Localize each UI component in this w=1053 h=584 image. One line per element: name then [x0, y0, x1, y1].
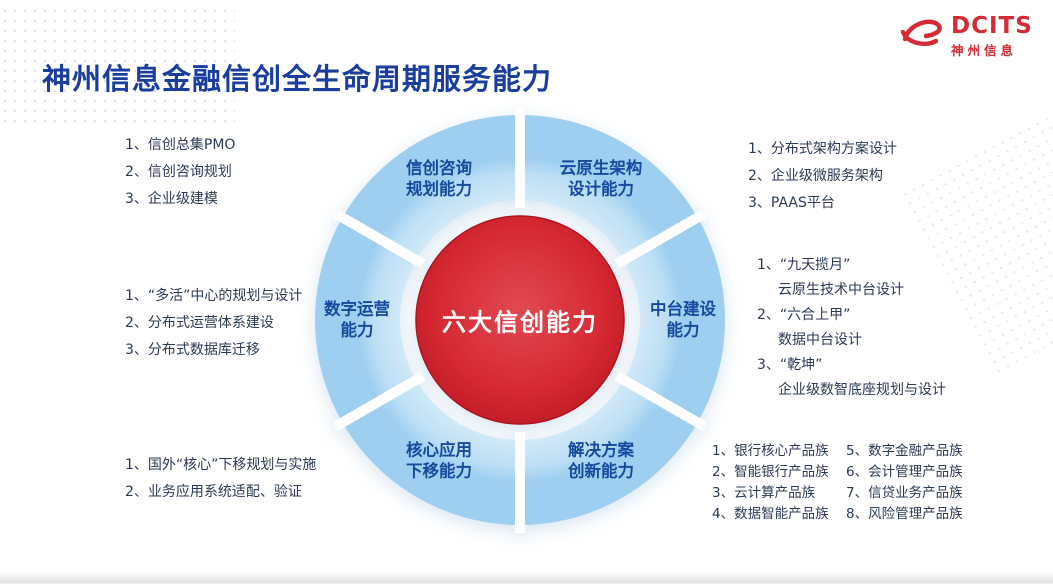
list-digital-operations: 1、“多活”中心的规划与设计 2、分布式运营体系建设 3、分布式数据库迁移 — [125, 283, 302, 364]
logo-subtitle: 神州信息 — [951, 43, 1018, 59]
logo-text: DCITS 神州信息 — [951, 14, 1033, 59]
list-subitem: 企业级数智底座规划与设计 — [778, 382, 946, 398]
wheel-graphic — [315, 107, 725, 533]
list-item: 1、信创总集PMO — [125, 137, 236, 153]
list-products-col2: 5、数字金融产品族 6、会计管理产品族 7、信贷业务产品族 8、风险管理产品族 — [846, 441, 963, 525]
segment-label-line: 云原生架构 — [559, 158, 643, 178]
list-item: 3、云计算产品族 — [712, 485, 816, 501]
list-item: 1、国外“核心”下移规划与实施 — [125, 457, 317, 473]
list-products-col1: 1、银行核心产品族 2、智能银行产品族 3、云计算产品族 4、数据智能产品族 — [712, 441, 829, 525]
segment-label-line: 核心应用 — [406, 440, 472, 460]
list-item: 1、“九天揽月” — [757, 257, 851, 273]
list-item: 8、风险管理产品族 — [846, 506, 963, 522]
wheel-center-label: 六大信创能力 — [442, 308, 598, 337]
dcits-orbit-icon — [900, 19, 942, 46]
list-item: 2、企业级微服务架构 — [748, 168, 883, 184]
segment-label-line: 中台建设 — [650, 299, 716, 319]
list-item: 2、智能银行产品族 — [712, 464, 829, 480]
segment-label-line: 下移能力 — [406, 461, 472, 480]
list-item: 1、银行核心产品族 — [712, 443, 829, 459]
list-middle-platform: 1、“九天揽月” 云原生技术中台设计 2、“六合上甲” 数据中台设计 3、“乾坤… — [757, 253, 946, 403]
segment-cloud-native-design: 云原生架构 设计能力 — [560, 158, 643, 199]
list-item: 1、“多活”中心的规划与设计 — [125, 288, 303, 304]
list-item: 2、信创咨询规划 — [125, 164, 232, 180]
list-core-app-migration: 1、国外“核心”下移规划与实施 2、业务应用系统适配、验证 — [125, 452, 316, 506]
logo-name: DCITS — [951, 13, 1033, 39]
list-consulting: 1、信创总集PMO 2、信创咨询规划 3、企业级建模 — [125, 132, 235, 213]
list-item: 3、“乾坤” — [757, 357, 823, 373]
list-item: 3、PAAS平台 — [748, 195, 835, 211]
segment-consulting-planning: 信创咨询 规划能力 — [406, 158, 472, 199]
segment-label-line: 创新能力 — [568, 461, 634, 480]
capability-wheel: 信创咨询 规划能力 云原生架构 设计能力 中台建设 能力 解决方案 创新能力 核… — [300, 100, 740, 540]
list-cloud-native: 1、分布式架构方案设计 2、企业级微服务架构 3、PAAS平台 — [748, 136, 897, 217]
segment-core-app-migration: 核心应用 下移能力 — [406, 440, 472, 481]
list-item: 4、数据智能产品族 — [712, 506, 829, 522]
list-subitem: 云原生技术中台设计 — [778, 282, 904, 298]
list-item: 2、“六合上甲” — [757, 307, 851, 323]
list-item: 2、分布式运营体系建设 — [125, 315, 274, 331]
segment-label-line: 规划能力 — [406, 179, 472, 198]
list-item: 3、企业级建模 — [125, 191, 218, 207]
page-title: 神州信息金融信创全生命周期服务能力 — [42, 62, 553, 96]
segment-label-line: 信创咨询 — [406, 158, 472, 178]
list-subitem: 数据中台设计 — [778, 332, 862, 348]
list-item: 1、分布式架构方案设计 — [748, 141, 897, 157]
segment-solution-innovation: 解决方案 创新能力 — [568, 440, 634, 481]
logo: DCITS 神州信息 — [898, 14, 1033, 59]
segment-middle-platform: 中台建设 能力 — [650, 299, 716, 340]
list-item: 2、业务应用系统适配、验证 — [125, 484, 302, 500]
segment-label-line: 能力 — [340, 320, 374, 339]
list-item: 5、数字金融产品族 — [846, 443, 963, 459]
list-item: 7、信贷业务产品族 — [846, 485, 963, 501]
segment-digital-operations: 数字运营 能力 — [324, 299, 390, 340]
segment-label-line: 设计能力 — [568, 179, 634, 198]
segment-label-line: 能力 — [666, 320, 700, 339]
list-item: 3、分布式数据库迁移 — [125, 342, 260, 358]
footer-gradient-strip — [0, 572, 1053, 584]
segment-label-line: 数字运营 — [324, 299, 390, 319]
segment-label-line: 解决方案 — [568, 440, 634, 460]
list-item: 6、会计管理产品族 — [846, 464, 963, 480]
